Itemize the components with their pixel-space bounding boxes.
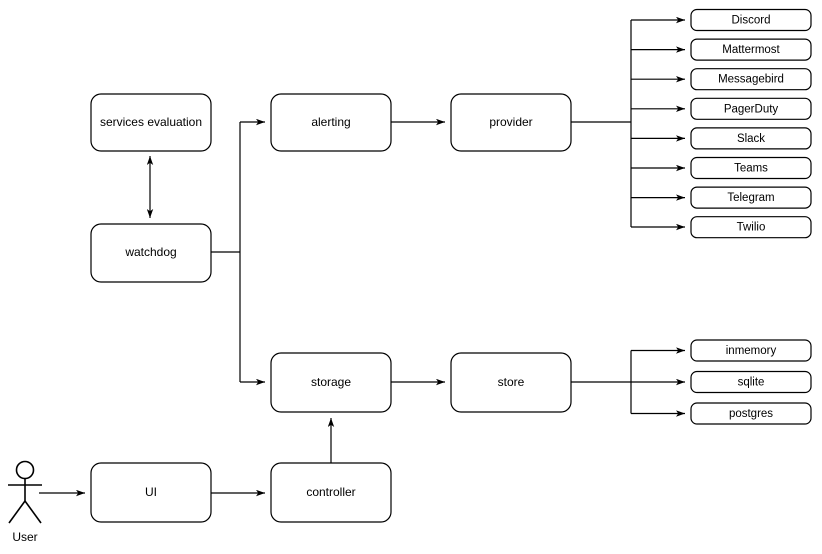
- leaf-teams-box[interactable]: [690, 156, 812, 180]
- node-store-box[interactable]: [450, 352, 572, 413]
- leaf-inmemory[interactable]: inmemory: [690, 339, 812, 362]
- leaf-telegram-label: Telegram: [727, 192, 774, 204]
- leaf-inmemory-label: inmemory: [726, 345, 777, 357]
- node-store[interactable]: store: [450, 352, 572, 413]
- leaf-twilio-label: Twilio: [737, 222, 766, 234]
- node-alerting-label: alerting: [311, 115, 350, 129]
- node-alerting-box[interactable]: [270, 93, 392, 152]
- leaf-slack-label: Slack: [737, 133, 765, 145]
- node-store-label: store: [498, 375, 525, 389]
- leaf-mattermost[interactable]: Mattermost: [690, 38, 812, 61]
- leaf-slack-box[interactable]: [690, 127, 812, 150]
- leaf-telegram-box[interactable]: [690, 186, 812, 209]
- leaf-mattermost-label: Mattermost: [722, 44, 780, 56]
- node-controller-box[interactable]: [270, 462, 392, 523]
- actor-leg-right: [24, 500, 42, 524]
- leaf-teams-label: Teams: [734, 163, 768, 175]
- leaf-teams[interactable]: Teams: [690, 156, 812, 180]
- node-provider[interactable]: provider: [450, 93, 572, 152]
- node-watchdog-box[interactable]: [90, 223, 212, 283]
- node-controller[interactable]: controller: [270, 462, 392, 523]
- node-storage[interactable]: storage: [270, 352, 392, 413]
- leaf-discord-label: Discord: [732, 15, 771, 27]
- leaf-pagerduty-box[interactable]: [690, 97, 812, 120]
- leaf-sqlite-box[interactable]: [690, 370, 812, 394]
- leaf-messagebird[interactable]: Messagebird: [690, 68, 812, 91]
- leaf-pagerduty[interactable]: PagerDuty: [690, 97, 812, 120]
- node-ui[interactable]: UI: [90, 462, 212, 523]
- stick-figure-icon: [15, 460, 35, 480]
- actor-leg-left: [8, 500, 26, 524]
- node-services-evaluation-label: services evaluation: [100, 115, 202, 129]
- leaf-slack[interactable]: Slack: [690, 127, 812, 150]
- node-watchdog[interactable]: watchdog: [90, 223, 212, 283]
- node-watchdog-label: watchdog: [124, 245, 176, 259]
- store-options-group: inmemory sqlite postgres: [690, 339, 812, 425]
- user-actor-label: User: [12, 530, 37, 544]
- node-storage-label: storage: [311, 375, 351, 389]
- node-ui-box[interactable]: [90, 462, 212, 523]
- node-services-evaluation[interactable]: services evaluation: [90, 93, 212, 152]
- provider-options-group: Discord Mattermost Messagebird PagerDuty…: [690, 8, 812, 239]
- node-alerting[interactable]: alerting: [270, 93, 392, 152]
- leaf-inmemory-box[interactable]: [690, 339, 812, 362]
- leaf-postgres-label: postgres: [729, 408, 773, 420]
- user-actor[interactable]: User: [8, 460, 42, 545]
- leaf-twilio-box[interactable]: [690, 216, 812, 239]
- node-provider-box[interactable]: [450, 93, 572, 152]
- node-ui-label: UI: [145, 485, 157, 499]
- leaf-sqlite-label: sqlite: [738, 377, 765, 389]
- leaf-telegram[interactable]: Telegram: [690, 186, 812, 209]
- node-services-evaluation-box[interactable]: [90, 93, 212, 152]
- edges-layer: [39, 16, 685, 497]
- leaf-discord-box[interactable]: [690, 8, 812, 32]
- leaf-mattermost-box[interactable]: [690, 38, 812, 61]
- node-controller-label: controller: [306, 485, 355, 499]
- leaf-pagerduty-label: PagerDuty: [724, 103, 779, 115]
- leaf-twilio[interactable]: Twilio: [690, 216, 812, 239]
- leaf-messagebird-box[interactable]: [690, 68, 812, 91]
- leaf-sqlite[interactable]: sqlite: [690, 370, 812, 394]
- leaf-messagebird-label: Messagebird: [718, 74, 784, 86]
- leaf-postgres[interactable]: postgres: [690, 402, 812, 425]
- leaf-discord[interactable]: Discord: [690, 8, 812, 32]
- leaf-postgres-box[interactable]: [690, 402, 812, 425]
- node-provider-label: provider: [489, 115, 532, 129]
- node-storage-box[interactable]: [270, 352, 392, 413]
